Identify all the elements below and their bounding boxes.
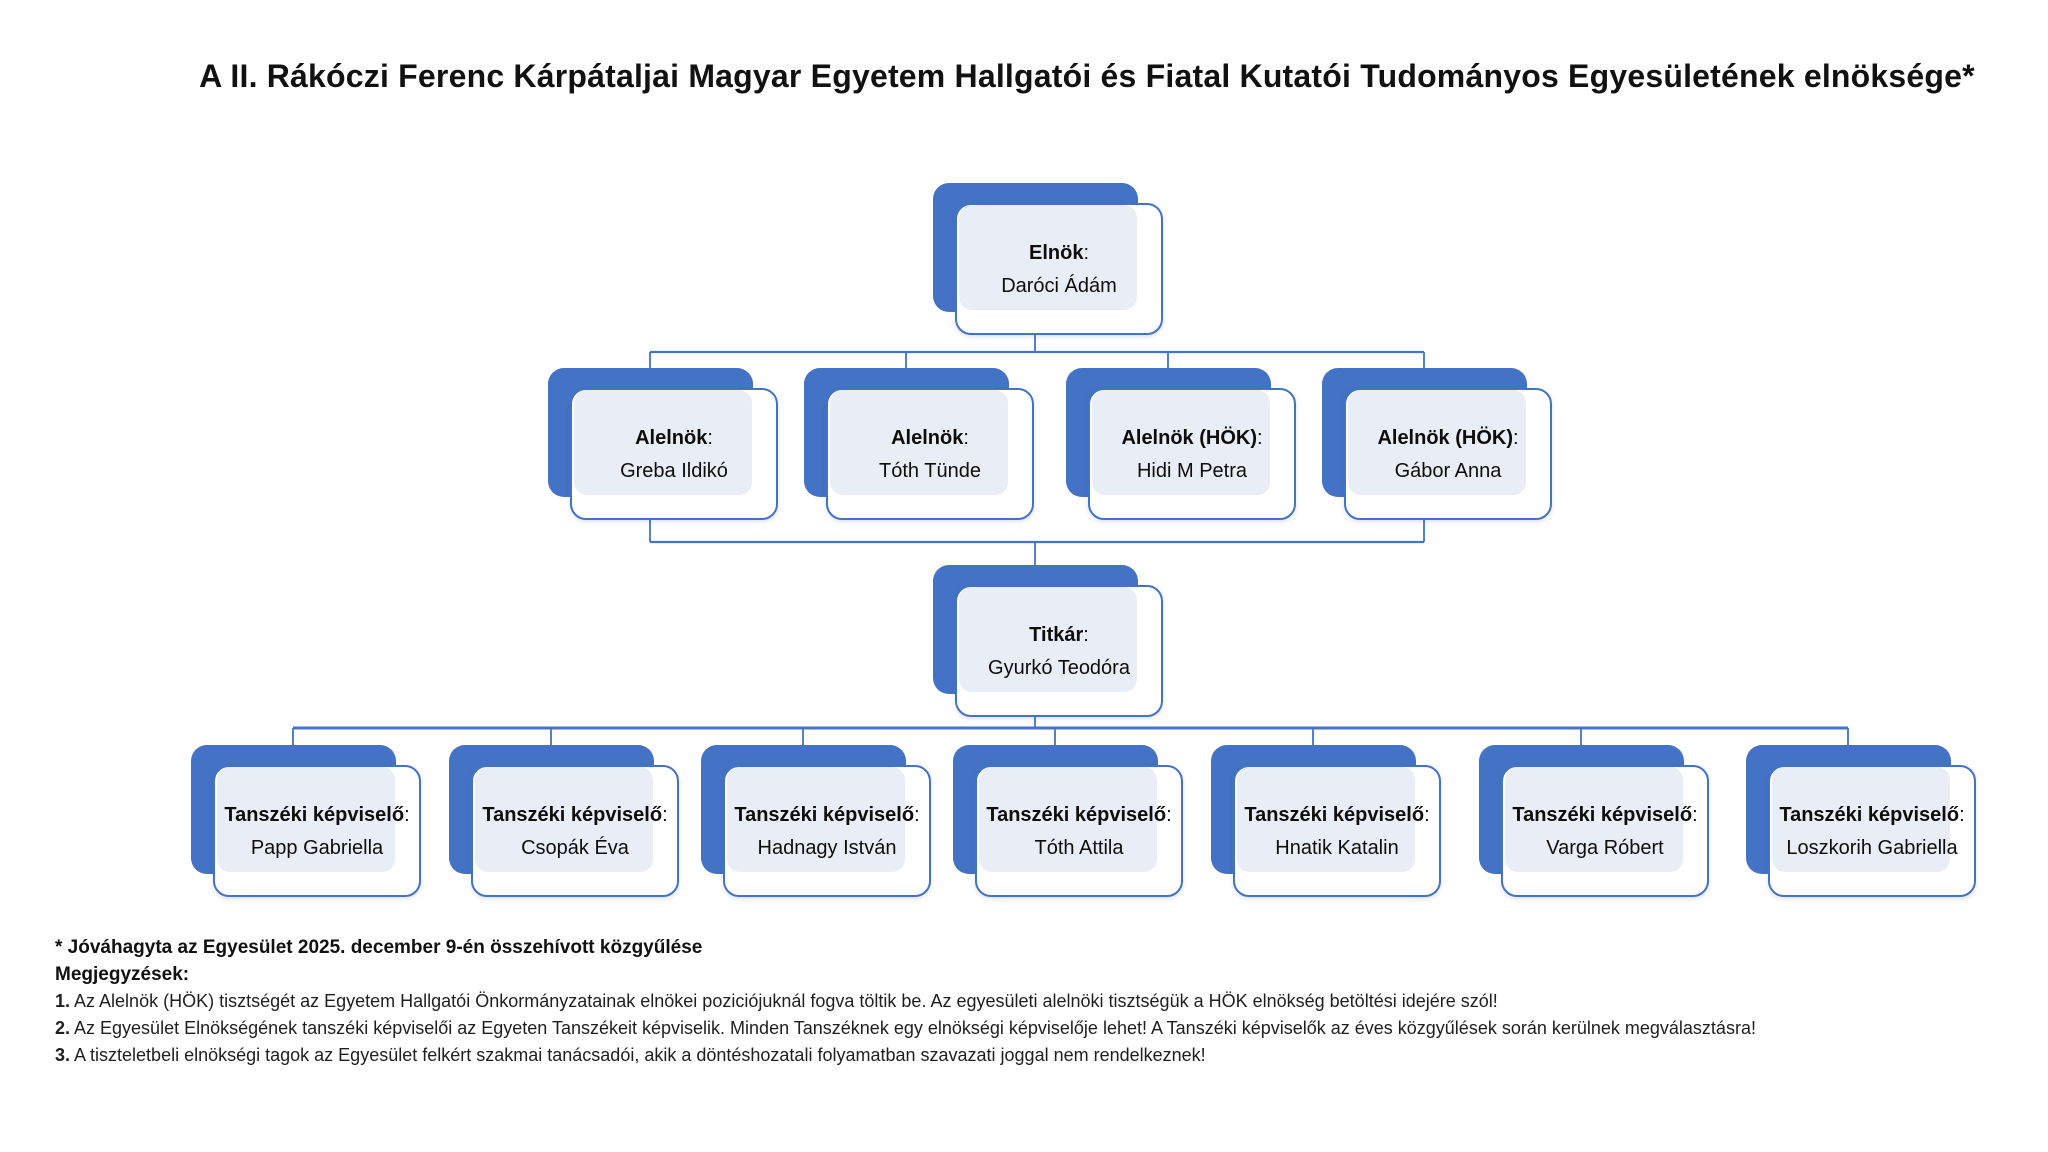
node-fill-panel (574, 390, 752, 495)
page-header: A II. Rákóczi Ferenc Kárpátaljai Magyar … (0, 58, 2048, 95)
member-name: Hnatik Katalin (1275, 836, 1399, 859)
role-label: Tanszéki képviselő: (224, 803, 410, 826)
role-label: Elnök: (1028, 241, 1089, 264)
node-fill-panel (217, 767, 395, 872)
member-name: Daróci Ádám (1001, 274, 1117, 297)
footnotes-section: * Jóváhagyta az Egyesület 2025. december… (55, 934, 1855, 1069)
node-text: Tanszéki képviselő: Loszkorih Gabriella (1768, 765, 1976, 897)
org-node-representative-1: Tanszéki képviselő: Papp Gabriella (191, 745, 421, 897)
role-label: Tanszéki képviselő: (734, 803, 920, 826)
note-2: 2. Az Egyesület Elnökségének tanszéki ké… (55, 1018, 1756, 1038)
node-fill-panel (959, 205, 1137, 310)
node-fill-panel (979, 767, 1157, 872)
node-fill-panel (1348, 390, 1526, 495)
node-text: Tanszéki képviselő: Hnatik Katalin (1233, 765, 1441, 897)
node-text: Alelnök: Tóth Tünde (826, 388, 1034, 520)
note-3: 3. A tiszteletbeli elnökségi tagok az Eg… (55, 1045, 1206, 1065)
org-node-representative-5: Tanszéki képviselő: Hnatik Katalin (1211, 745, 1441, 897)
role-label: Alelnök (HÖK): (1121, 426, 1263, 449)
node-text: Tanszéki képviselő: Hadnagy István (723, 765, 931, 897)
org-node-representative-7: Tanszéki képviselő: Loszkorih Gabriella (1746, 745, 1976, 897)
node-fill-panel (959, 587, 1137, 692)
member-name: Tóth Tünde (879, 459, 981, 482)
node-fill-panel (1092, 390, 1270, 495)
approval-note: * Jóváhagyta az Egyesület 2025. december… (55, 937, 703, 958)
member-name: Gábor Anna (1394, 459, 1502, 482)
org-node-president: Elnök: Daróci Ádám (933, 183, 1163, 335)
node-text: Tanszéki képviselő: Varga Róbert (1501, 765, 1709, 897)
member-name: Hidi M Petra (1136, 459, 1248, 482)
org-node-vice-president-3: Alelnök (HÖK): Hidi M Petra (1066, 368, 1296, 520)
node-text: Tanszéki képviselő: Csopák Éva (471, 765, 679, 897)
org-node-representative-3: Tanszéki képviselő: Hadnagy István (701, 745, 931, 897)
role-label: Tanszéki képviselő: (986, 803, 1172, 826)
node-fill-panel (727, 767, 905, 872)
role-label: Alelnök (HÖK): (1377, 426, 1519, 449)
role-label: Tanszéki képviselő: (1512, 803, 1698, 826)
role-label: Tanszéki képviselő: (482, 803, 668, 826)
org-node-representative-6: Tanszéki képviselő: Varga Róbert (1479, 745, 1709, 897)
node-text: Alelnök: Greba Ildikó (570, 388, 778, 520)
member-name: Gyurkó Teodóra (988, 656, 1130, 679)
org-node-vice-president-4: Alelnök (HÖK): Gábor Anna (1322, 368, 1552, 520)
org-node-secretary: Titkár: Gyurkó Teodóra (933, 565, 1163, 717)
member-name: Papp Gabriella (250, 836, 384, 859)
node-fill-panel (830, 390, 1008, 495)
note-1: 1. Az Alelnök (HÖK) tisztségét az Egyete… (55, 991, 1498, 1011)
member-name: Tóth Attila (1034, 836, 1124, 859)
org-node-vice-president-1: Alelnök: Greba Ildikó (548, 368, 778, 520)
page-title: A II. Rákóczi Ferenc Kárpátaljai Magyar … (199, 58, 1975, 94)
node-text: Alelnök (HÖK): Gábor Anna (1344, 388, 1552, 520)
node-text: Elnök: Daróci Ádám (955, 203, 1163, 335)
member-name: Varga Róbert (1546, 836, 1664, 859)
node-fill-panel (1772, 767, 1950, 872)
node-fill-panel (1237, 767, 1415, 872)
node-fill-panel (1505, 767, 1683, 872)
role-label: Alelnök: (635, 426, 713, 449)
role-label: Alelnök: (891, 426, 969, 449)
node-fill-panel (475, 767, 653, 872)
member-name: Csopák Éva (521, 836, 629, 859)
node-text: Tanszéki képviselő: Tóth Attila (975, 765, 1183, 897)
notes-heading: Megjegyzések: (55, 964, 190, 985)
role-label: Tanszéki képviselő: (1779, 803, 1965, 826)
member-name: Greba Ildikó (620, 459, 728, 482)
node-text: Tanszéki képviselő: Papp Gabriella (213, 765, 421, 897)
role-label: Tanszéki képviselő: (1244, 803, 1430, 826)
member-name: Loszkorih Gabriella (1786, 836, 1958, 859)
node-text: Titkár: Gyurkó Teodóra (955, 585, 1163, 717)
org-node-representative-4: Tanszéki képviselő: Tóth Attila (953, 745, 1183, 897)
org-node-representative-2: Tanszéki képviselő: Csopák Éva (449, 745, 679, 897)
role-label: Titkár: (1029, 623, 1089, 646)
node-text: Alelnök (HÖK): Hidi M Petra (1088, 388, 1296, 520)
member-name: Hadnagy István (757, 836, 897, 859)
org-node-vice-president-2: Alelnök: Tóth Tünde (804, 368, 1034, 520)
